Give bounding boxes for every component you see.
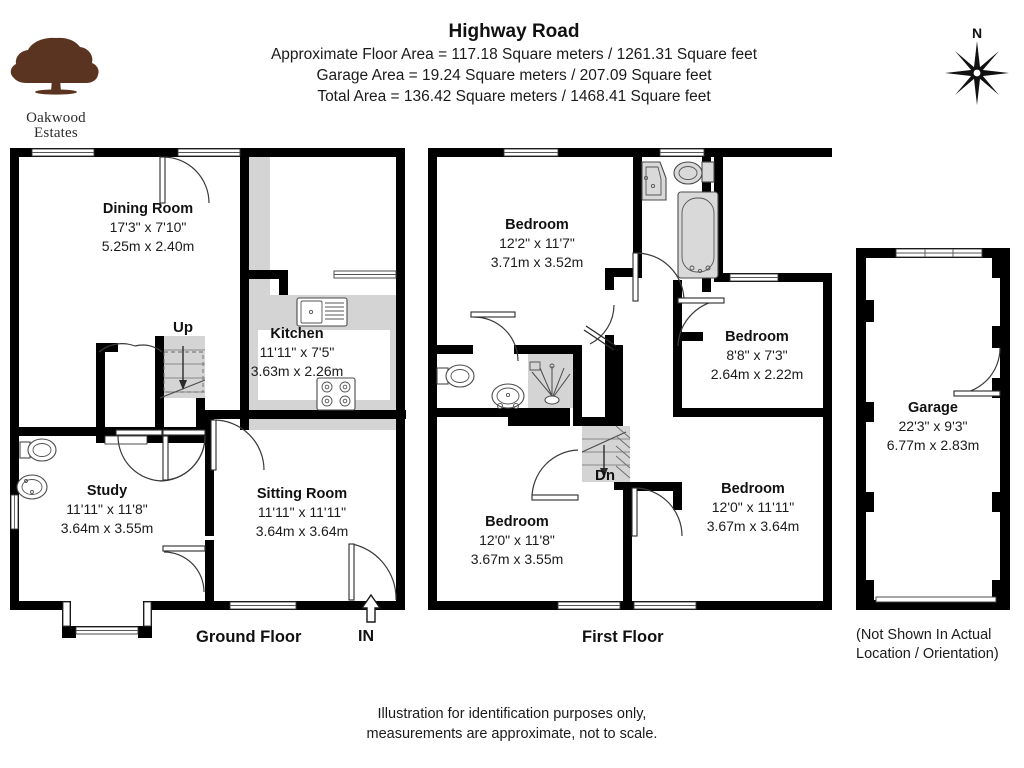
shower-room-fixtures — [436, 354, 573, 410]
shower-cubicle-icon — [528, 354, 573, 408]
room-name-bedroom-3: Bedroom — [721, 481, 785, 497]
room-imperial-sitting: 11'11" x 11'11" — [258, 504, 346, 520]
room-imperial-bedroom-3: 12'0" x 11'11" — [712, 499, 795, 515]
entrance-arrow-icon — [360, 593, 382, 623]
page-title: Highway Road — [448, 21, 580, 42]
title-block: Highway Road Approximate Floor Area = 11… — [190, 20, 838, 107]
room-name-sitting: Sitting Room — [257, 486, 347, 502]
entrance-label: IN — [358, 628, 374, 645]
room-imperial-kitchen: 11'11" x 7'5" — [260, 344, 335, 360]
compass-north-label: N — [971, 25, 983, 41]
room-name-bedroom-1: Bedroom — [505, 217, 569, 233]
room-name-bedroom-2: Bedroom — [725, 329, 789, 345]
brand-name-line2: Estates — [34, 125, 78, 141]
first-floor-doors — [470, 252, 725, 537]
room-imperial-dining: 17'3" x 7'10" — [110, 219, 187, 235]
stair-label-down: Dn — [595, 467, 615, 484]
garage-labels: Garage 22'3" x 9'3" 6.77m x 2.83m — [887, 400, 980, 453]
room-name-garage: Garage — [908, 400, 958, 416]
kitchen-fixtures — [296, 297, 356, 411]
shower-basin-icon — [491, 383, 525, 410]
kitchen-worktop — [248, 154, 404, 430]
compass-rose-icon — [945, 41, 1009, 105]
toilet-icon — [19, 438, 57, 462]
ground-floor-doors — [98, 156, 397, 601]
room-metric-study: 3.64m x 3.55m — [61, 520, 154, 536]
staircase-down — [581, 425, 631, 482]
brand-name-line1: Oakwood — [26, 110, 86, 126]
staircase-up — [159, 336, 206, 399]
ground-floor-windows — [10, 148, 397, 635]
room-imperial-garage: 22'3" x 9'3" — [899, 418, 968, 434]
hob-icon — [316, 377, 356, 411]
room-metric-kitchen: 3.63m x 2.26m — [251, 363, 344, 379]
garage-note-line1: (Not Shown In Actual — [856, 627, 992, 643]
disclaimer-line1: Illustration for identification purposes… — [377, 706, 647, 722]
room-name-bedroom-4: Bedroom — [485, 514, 549, 530]
bathroom-fixtures — [641, 161, 719, 279]
bathroom-toilet-icon — [673, 161, 715, 185]
wc-fixtures — [16, 438, 57, 500]
room-imperial-bedroom-2: 8'8" x 7'3" — [726, 347, 787, 363]
room-name-study: Study — [87, 483, 127, 499]
bathroom-basin-icon — [641, 161, 667, 201]
room-metric-dining: 5.25m x 2.40m — [102, 238, 195, 254]
first-floor-caption: First Floor — [582, 628, 664, 646]
garage-area-line: Garage Area = 19.24 Square meters / 207.… — [316, 67, 712, 84]
brand-name: Oakwood Estates — [4, 111, 108, 141]
garage-plan: Garage 22'3" x 9'3" 6.77m x 2.83m — [856, 248, 1010, 610]
floor-area-line: Approximate Floor Area = 117.18 Square m… — [270, 46, 758, 63]
room-metric-garage: 6.77m x 2.83m — [887, 437, 980, 453]
bathtub-icon — [677, 191, 719, 279]
disclaimer-footer: Illustration for identification purposes… — [0, 704, 1024, 744]
room-imperial-bedroom-4: 12'0" x 11'8" — [479, 532, 555, 548]
wash-basin-icon — [16, 474, 48, 500]
room-imperial-bedroom-1: 12'2" x 11'7" — [499, 235, 575, 251]
garage-openings — [875, 248, 1001, 603]
garage-location-note: (Not Shown In Actual Location / Orientat… — [856, 626, 1024, 664]
room-name-dining: Dining Room — [103, 201, 193, 217]
ground-floor-room-labels: Dining Room 17'3" x 7'10" 5.25m x 2.40m … — [61, 201, 349, 539]
ground-floor-plan: Dining Room 17'3" x 7'10" 5.25m x 2.40m … — [10, 148, 406, 638]
disclaimer-line2: measurements are approximate, not to sca… — [366, 726, 658, 742]
garage-note-line2: Location / Orientation) — [856, 646, 999, 662]
room-imperial-study: 11'11" x 11'8" — [66, 501, 147, 517]
room-metric-bedroom-4: 3.67m x 3.55m — [471, 551, 564, 567]
room-metric-sitting: 3.64m x 3.64m — [256, 523, 349, 539]
room-metric-bedroom-1: 3.71m x 3.52m — [491, 254, 584, 270]
first-floor-room-labels: Bedroom 12'2" x 11'7" 3.71m x 3.52m Bedr… — [471, 217, 804, 567]
stair-label-up: Up — [173, 319, 193, 336]
room-metric-bedroom-3: 3.67m x 3.64m — [707, 518, 800, 534]
room-metric-bedroom-2: 2.64m x 2.22m — [711, 366, 804, 382]
ground-floor-caption: Ground Floor — [196, 628, 302, 646]
sink-icon — [296, 297, 348, 327]
room-name-kitchen: Kitchen — [270, 326, 323, 342]
total-area-line: Total Area = 136.42 Square meters / 1468… — [317, 88, 711, 105]
brand-logo: Oakwood Estates — [4, 26, 108, 141]
compass-rose: N — [944, 26, 1010, 111]
first-floor-windows — [503, 148, 779, 610]
shower-toilet-icon — [436, 364, 475, 388]
oak-tree-icon — [10, 37, 99, 95]
first-floor-plan: Bedroom 12'2" x 11'7" 3.71m x 3.52m Bedr… — [428, 148, 832, 610]
